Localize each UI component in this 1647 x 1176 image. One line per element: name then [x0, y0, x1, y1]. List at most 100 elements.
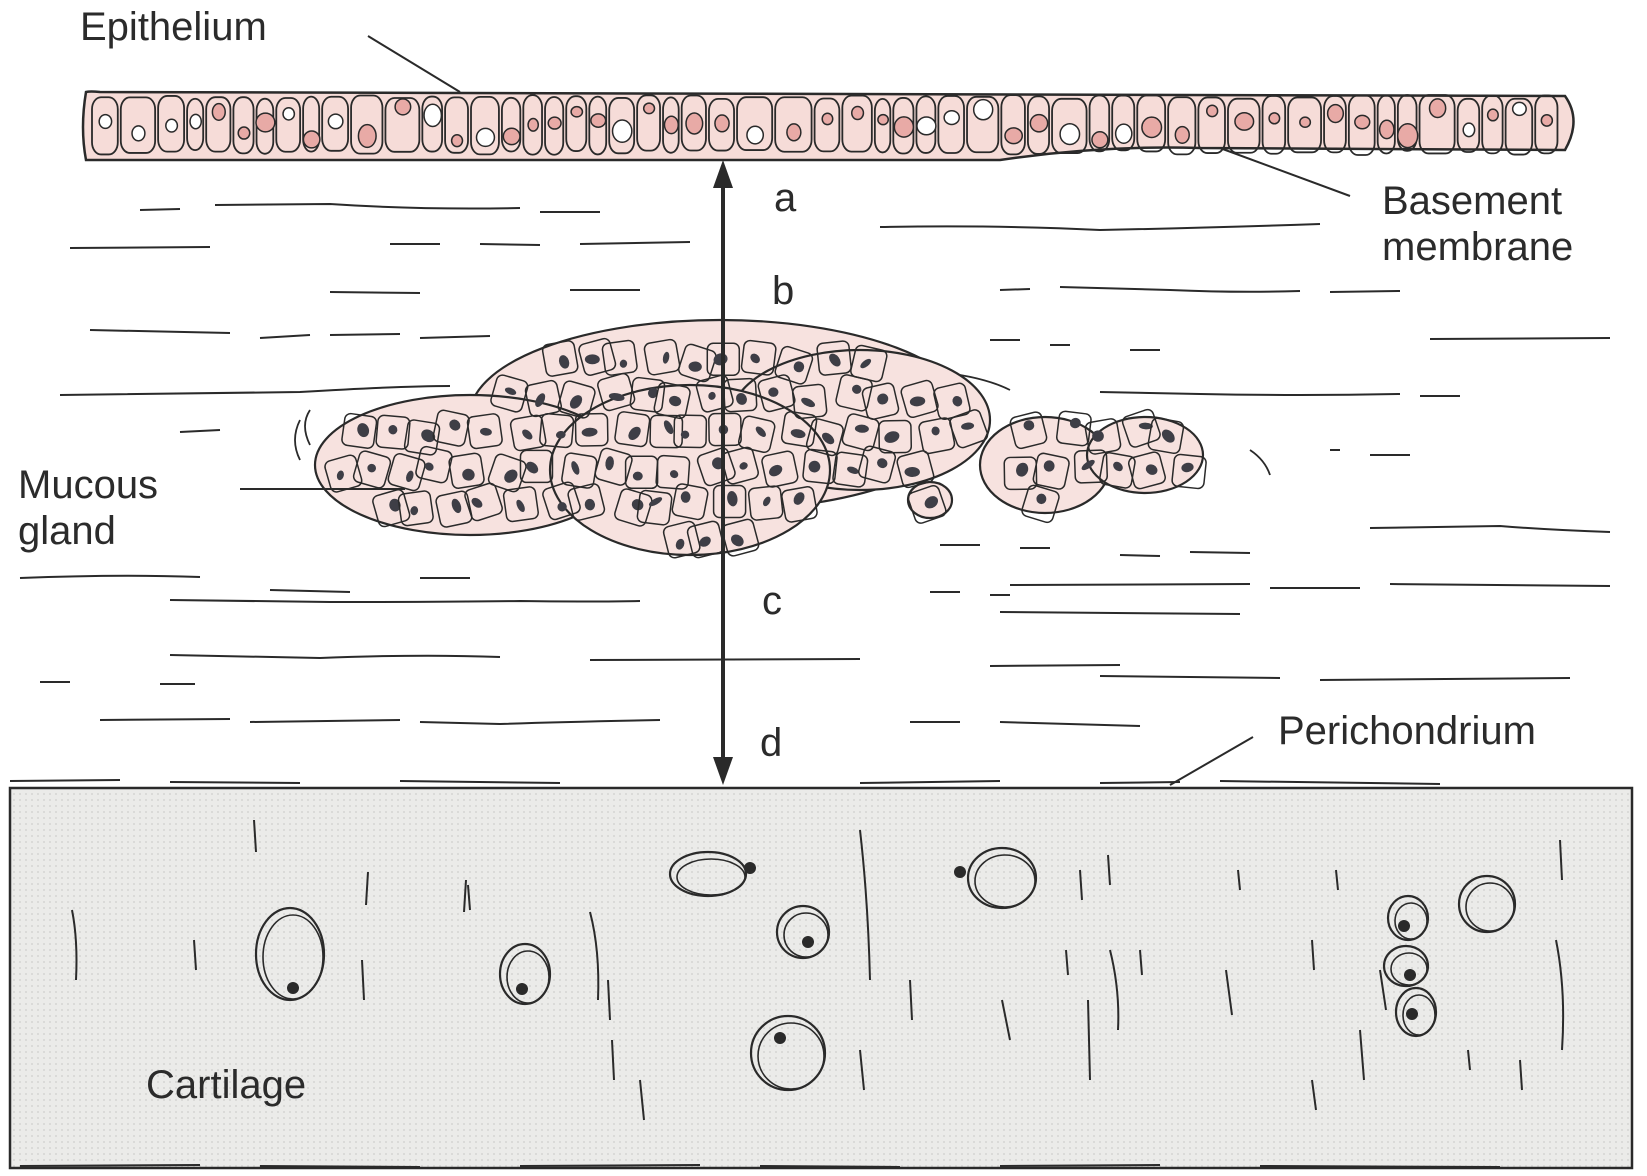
epithelial-nucleus — [917, 117, 936, 135]
basement-membrane-label-line2: membrane — [1382, 224, 1573, 270]
gland-strand — [305, 410, 310, 445]
gland-lobe — [550, 385, 830, 555]
epithelial-nucleus — [1513, 102, 1527, 115]
epithelial-nucleus — [894, 117, 913, 137]
chondrocyte-nucleus — [744, 862, 756, 874]
fiber-line — [60, 386, 450, 395]
fiber-line — [180, 430, 220, 432]
epithelial-nucleus — [328, 114, 343, 129]
fiber-line — [250, 720, 400, 722]
epithelial-nucleus — [256, 113, 275, 132]
fiber-line — [880, 224, 1320, 230]
fiber-line — [1060, 287, 1300, 292]
epithelial-nucleus — [212, 104, 225, 121]
epithelial-nucleus — [944, 111, 959, 125]
gland-strand — [295, 420, 300, 460]
cartilage-label: Cartilage — [146, 1062, 306, 1108]
fiber-line — [990, 340, 1070, 345]
fiber-line — [390, 244, 540, 245]
fiber-line — [1100, 392, 1460, 396]
epithelial-nucleus — [1005, 128, 1022, 144]
fiber-line — [910, 722, 1140, 726]
fiber-line — [1100, 676, 1570, 680]
epithelium-layer — [83, 92, 1574, 161]
basement-membrane-leader — [1220, 148, 1350, 196]
basement-membrane-label-line1: Basement — [1382, 178, 1573, 224]
perichondrium-label: Perichondrium — [1278, 708, 1536, 754]
epithelial-nucleus — [571, 107, 582, 117]
mucous-gland-label-line1: Mucous — [18, 462, 158, 508]
epithelial-nucleus — [1488, 109, 1499, 121]
fiber-line — [930, 592, 1010, 595]
epithelial-nucleus — [1092, 132, 1108, 148]
basement-membrane-label: Basement membrane — [1382, 178, 1573, 270]
fiber-line — [170, 600, 640, 602]
arrow-head-bottom — [713, 757, 733, 785]
chondrocyte-nucleus — [287, 982, 299, 994]
epithelial-nucleus — [852, 107, 864, 120]
mucous-gland-label-line2: gland — [18, 508, 158, 554]
chondrocyte-nucleus — [1398, 920, 1410, 932]
perichondrium-leader — [1170, 737, 1253, 785]
fiber-line — [1120, 555, 1160, 556]
epithelial-nucleus — [686, 113, 703, 134]
epithelial-nucleus — [878, 115, 888, 125]
epithelium-label: Epithelium — [80, 4, 267, 50]
epithelial-nucleus — [1060, 124, 1079, 145]
epithelial-nucleus — [395, 99, 411, 115]
epithelial-nucleus — [1030, 115, 1047, 132]
fiber-line — [100, 719, 230, 720]
fiber-line — [140, 209, 180, 210]
fiber-line — [330, 292, 420, 293]
chondrocyte-nucleus — [1406, 1008, 1418, 1020]
epithelial-nucleus — [591, 114, 606, 127]
epithelial-nucleus — [1355, 115, 1370, 128]
fiber-line — [1390, 584, 1610, 586]
epithelial-nucleus — [664, 116, 678, 133]
fiber-line — [1330, 291, 1400, 292]
chondrocyte-nucleus — [954, 866, 966, 878]
chondrocyte-nucleus — [802, 936, 814, 948]
epithelial-nucleus — [283, 108, 294, 120]
epithelial-nucleus — [190, 114, 201, 128]
epithelial-nucleus — [528, 119, 538, 132]
epithelial-nucleus — [613, 120, 632, 142]
epithelial-nucleus — [1116, 124, 1132, 143]
epithelial-nucleus — [1541, 115, 1552, 126]
epithelial-nucleus — [1328, 105, 1344, 123]
epithelial-nucleus — [787, 124, 801, 141]
epithelial-nucleus — [1430, 99, 1446, 118]
mucous-gland — [295, 320, 1270, 559]
epithelial-nucleus — [1380, 120, 1394, 138]
fiber-line — [90, 330, 490, 338]
epithelial-nucleus — [503, 128, 520, 144]
fiber-line — [940, 545, 1050, 548]
chondrocyte-nucleus — [774, 1032, 786, 1044]
gland-strand — [1250, 450, 1270, 475]
fiber-line — [215, 204, 520, 209]
fiber-line — [1430, 338, 1610, 339]
mucous-gland-label: Mucous gland — [18, 462, 158, 554]
epithelial-nucleus — [477, 128, 495, 146]
fiber-line — [990, 665, 1120, 666]
epithelial-nucleus — [303, 131, 319, 148]
epithelium-leader — [368, 36, 460, 92]
chondrocyte-nucleus — [1404, 969, 1416, 981]
fiber-line — [20, 576, 200, 578]
epithelial-nucleus — [1235, 113, 1254, 130]
epithelial-nucleus — [132, 126, 145, 141]
fiber-line — [1010, 584, 1250, 585]
epithelial-nucleus — [644, 103, 655, 114]
epithelial-nucleus — [166, 119, 178, 132]
epithelial-nucleus — [238, 127, 250, 139]
layer-d-label: d — [760, 720, 782, 766]
epithelial-nucleus — [715, 115, 729, 132]
epithelial-nucleus — [1398, 124, 1418, 148]
gland-nucleus — [681, 491, 691, 502]
epithelial-nucleus — [974, 100, 993, 120]
fiber-line — [580, 242, 690, 244]
epithelial-nucleus — [99, 115, 111, 129]
fiber-line — [270, 590, 350, 592]
epithelial-nucleus — [747, 126, 763, 144]
